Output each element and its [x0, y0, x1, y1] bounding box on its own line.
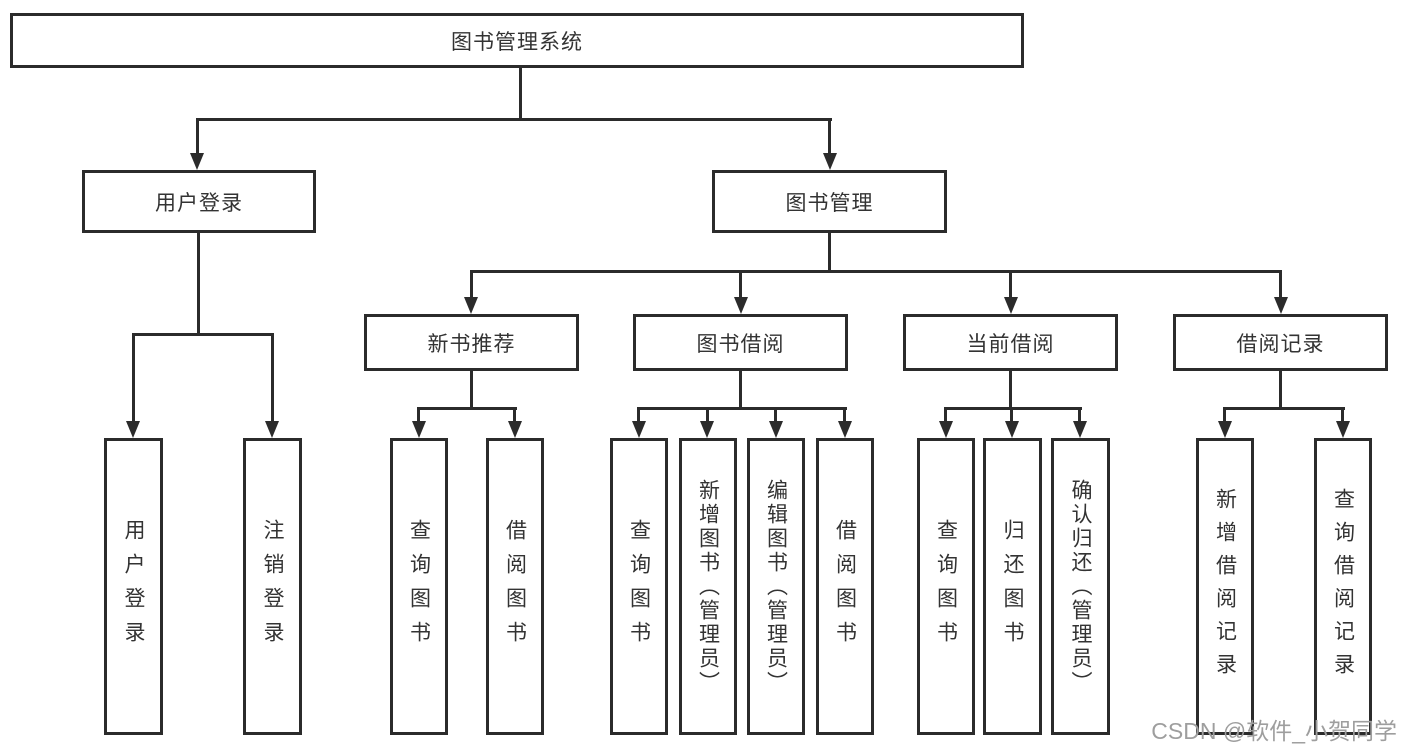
arrow-down-icon [126, 421, 140, 438]
connector-stub-leaf [1010, 407, 1013, 423]
node-root: 图书管理系统 [10, 13, 1024, 68]
node-leaf-user-login: 用户登录 [104, 438, 163, 735]
connector-stub-leaf [513, 407, 516, 423]
node-borrow-record-label: 借阅记录 [1236, 332, 1325, 356]
connector-stub-leaf [417, 407, 420, 423]
node-leaf-borrow-book-2: 借阅图书 [816, 438, 874, 735]
node-book-borrow: 图书借阅 [633, 314, 848, 371]
connector-stub-book-mgmt [828, 118, 831, 156]
arrow-down-icon [939, 421, 953, 438]
connector-book-mgmt-trunk [828, 231, 831, 273]
arrow-down-icon [838, 421, 852, 438]
connector-stub-group [470, 270, 473, 299]
leaf-label: 查询图书 [934, 518, 958, 655]
leaf-label: 确认归还（管理员） [1069, 478, 1092, 695]
leaf-label: 新增借阅记录 [1213, 487, 1237, 686]
connector-user-login-trunk [197, 231, 200, 335]
arrow-down-icon [508, 421, 522, 438]
arrow-down-icon [1004, 297, 1018, 314]
node-root-label: 图书管理系统 [451, 30, 583, 54]
leaf-label: 查询图书 [407, 518, 431, 655]
arrow-down-icon [823, 153, 837, 170]
connector-group-branch [944, 407, 1082, 410]
connector-root-trunk [519, 66, 522, 120]
connector-stub-leaf [944, 407, 947, 423]
leaf-label: 借阅图书 [503, 518, 527, 655]
node-leaf-add-borrow-record: 新增借阅记录 [1196, 438, 1254, 735]
connector-group-branch [637, 407, 847, 410]
node-leaf-query-book-2: 查询图书 [610, 438, 668, 735]
connector-group-trunk [470, 369, 473, 410]
node-leaf-confirm-return-admin: 确认归还（管理员） [1051, 438, 1110, 735]
connector-stub-leaf [1078, 407, 1081, 423]
watermark: CSDN @软件_小贺同学 [1151, 718, 1397, 744]
node-leaf-query-book-3: 查询图书 [917, 438, 975, 735]
arrow-down-icon [1073, 421, 1087, 438]
leaf-label: 查询图书 [627, 518, 651, 655]
leaf-label: 查询借阅记录 [1331, 487, 1355, 686]
connector-stub-leaf [774, 407, 777, 423]
connector-level2-branch [196, 118, 832, 121]
arrow-down-icon [734, 297, 748, 314]
connector-group-trunk [1279, 369, 1282, 410]
connector-group-trunk [739, 369, 742, 410]
connector-stub-leaf [843, 407, 846, 423]
node-current-borrow-label: 当前借阅 [966, 332, 1055, 356]
arrow-down-icon [412, 421, 426, 438]
node-leaf-logout: 注销登录 [243, 438, 302, 735]
arrow-down-icon [769, 421, 783, 438]
node-book-borrow-label: 图书借阅 [696, 332, 785, 356]
node-leaf-query-book-1: 查询图书 [390, 438, 448, 735]
node-borrow-record: 借阅记录 [1173, 314, 1388, 371]
connector-stub-leaf [637, 407, 640, 423]
node-leaf-return-book: 归还图书 [983, 438, 1042, 735]
node-book-mgmt-label: 图书管理 [785, 191, 874, 215]
leaf-label: 借阅图书 [833, 518, 857, 655]
connector-stub-group [1279, 270, 1282, 299]
connector-stub-leaf [706, 407, 709, 423]
connector-stub-leaf [1223, 407, 1226, 423]
connector-level3-branch [470, 270, 1281, 273]
leaf-label: 用户登录 [122, 518, 145, 655]
connector-stub-user-login [196, 118, 199, 156]
connector-user-login-branch [132, 333, 274, 336]
leaf-label: 归还图书 [1001, 518, 1024, 655]
node-user-login: 用户登录 [82, 170, 316, 233]
connector-group-branch [417, 407, 517, 410]
arrow-down-icon [190, 153, 204, 170]
node-new-book-recommend: 新书推荐 [364, 314, 579, 371]
node-leaf-edit-book-admin: 编辑图书（管理员） [747, 438, 805, 735]
arrow-down-icon [1274, 297, 1288, 314]
node-leaf-query-borrow-record: 查询借阅记录 [1314, 438, 1372, 735]
arrow-down-icon [632, 421, 646, 438]
arrow-down-icon [265, 421, 279, 438]
node-leaf-add-book-admin: 新增图书（管理员） [679, 438, 737, 735]
leaf-label: 编辑图书（管理员） [764, 478, 788, 695]
connector-stub-leaf [132, 333, 135, 423]
connector-group-trunk [1009, 369, 1012, 410]
arrow-down-icon [700, 421, 714, 438]
node-book-mgmt: 图书管理 [712, 170, 947, 233]
arrow-down-icon [1218, 421, 1232, 438]
arrow-down-icon [1336, 421, 1350, 438]
connector-stub-leaf [271, 333, 274, 423]
leaf-label: 新增图书（管理员） [696, 478, 720, 695]
arrow-down-icon [464, 297, 478, 314]
leaf-label: 注销登录 [261, 518, 284, 655]
node-current-borrow: 当前借阅 [903, 314, 1118, 371]
connector-stub-group [739, 270, 742, 299]
connector-stub-leaf [1341, 407, 1344, 423]
node-user-login-label: 用户登录 [155, 191, 243, 215]
connector-group-branch [1223, 407, 1345, 410]
connector-stub-group [1009, 270, 1012, 299]
node-new-book-recommend-label: 新书推荐 [427, 332, 516, 356]
node-leaf-borrow-book-1: 借阅图书 [486, 438, 544, 735]
arrow-down-icon [1005, 421, 1019, 438]
